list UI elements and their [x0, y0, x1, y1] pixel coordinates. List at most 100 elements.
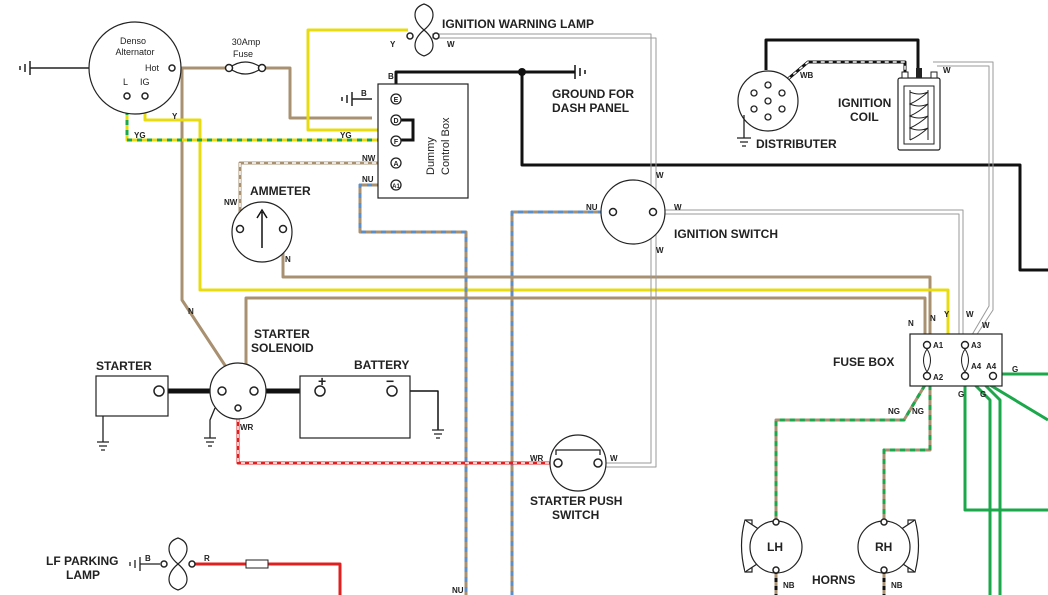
ignition-switch-label: IGNITION SWITCH	[674, 227, 778, 241]
ground-dash-panel: GROUND FOR DASH PANEL	[518, 65, 634, 115]
cb-terminal-e: E	[394, 97, 399, 104]
wire-red-lf	[194, 562, 342, 595]
starter-push-switch: STARTER PUSH SWITCH	[530, 434, 622, 522]
battery: + − BATTERY	[299, 358, 444, 439]
alternator-label-2: Alternator	[115, 47, 154, 57]
wl-ng-1: NG	[888, 407, 900, 416]
wl-nb-lh: NB	[783, 581, 795, 590]
battery-plus: +	[318, 373, 326, 389]
wire-labels: Y W B B YG YG Y NW NU NW N NU W W W WB W…	[134, 40, 1018, 595]
wl-r-lf: R	[204, 554, 210, 563]
lf-parking-lamp: LF PARKING LAMP	[46, 537, 269, 591]
wire-coil-black	[764, 38, 920, 70]
distributer: DISTRIBUTER	[737, 70, 837, 151]
wl-b-cb-top: B	[388, 72, 394, 81]
alternator-ig-label: IG	[140, 77, 150, 87]
wl-g-1: G	[958, 390, 964, 399]
wire-fuse-to-control-a	[266, 66, 372, 120]
wl-n-fb1: N	[908, 319, 914, 328]
dummy-control-box: E D F A A1 Dummy Control Box	[341, 83, 469, 199]
fuse-box-a2: A2	[933, 373, 944, 382]
wl-wr-push: WR	[530, 454, 544, 463]
wl-w-sw-top: W	[656, 171, 664, 180]
horn-lh: LH	[740, 518, 803, 574]
ammeter-label: AMMETER	[250, 184, 311, 198]
starter-label: STARTER	[96, 359, 152, 373]
alternator-label-1: Denso	[120, 36, 146, 46]
wire-green	[963, 372, 1048, 595]
horn-rh: RH	[857, 518, 920, 574]
cb-terminal-f: F	[394, 139, 399, 146]
alternator-l-label: L	[123, 77, 128, 87]
wl-w-coil: W	[943, 66, 951, 75]
fuse-box-a1: A1	[933, 341, 944, 350]
ignition-warning-lamp: IGNITION WARNING LAMP	[406, 3, 594, 57]
wires	[125, 28, 1048, 595]
ignition-coil-label-2: COIL	[850, 110, 879, 124]
ignition-switch: IGNITION SWITCH	[600, 179, 778, 245]
wl-wb-dist: WB	[800, 71, 814, 80]
wl-g-3: G	[1012, 365, 1018, 374]
wl-ng-2: NG	[912, 407, 924, 416]
battery-minus: −	[386, 373, 394, 389]
horn-rh-label: RH	[875, 540, 892, 554]
horn-lh-label: LH	[767, 540, 783, 554]
wl-w-lamp: W	[447, 40, 455, 49]
lf-parking-label-2: LAMP	[66, 568, 100, 582]
starter-solenoid: STARTER SOLENOID	[204, 327, 314, 447]
wl-n-fb2: N	[930, 314, 936, 323]
push-switch-label-1: STARTER PUSH	[530, 494, 622, 508]
wl-nu-bot: NU	[452, 586, 464, 595]
fuse-label-1: 30Amp	[232, 37, 261, 47]
fuse-box-a4a: A4	[971, 362, 982, 371]
wl-y-lamp: Y	[390, 40, 396, 49]
wire-nb	[774, 570, 886, 595]
horns-label: HORNS	[812, 573, 855, 587]
wl-w-push: W	[610, 454, 618, 463]
wire-ammeter-n	[281, 232, 932, 345]
cb-terminal-a1: A1	[392, 184, 400, 190]
ground-dash-label-2: DASH PANEL	[552, 101, 629, 115]
fuse-box-label: FUSE BOX	[833, 355, 894, 369]
fuse-box-a3: A3	[971, 341, 982, 350]
solenoid-label-1: STARTER	[254, 327, 310, 341]
wl-w-fb1: W	[966, 310, 974, 319]
wl-y-alt: Y	[172, 112, 178, 121]
wl-w-sw-right: W	[674, 203, 682, 212]
wl-nb-rh: NB	[891, 581, 903, 590]
wl-b-cb-e: B	[361, 89, 367, 98]
battery-label: BATTERY	[354, 358, 409, 372]
wl-nu-cb: NU	[362, 175, 374, 184]
ground-dash-label-1: GROUND FOR	[552, 87, 634, 101]
wire-w-group	[432, 33, 994, 468]
wl-w-sw-bot: W	[656, 246, 664, 255]
solenoid-label-2: SOLENOID	[251, 341, 314, 355]
fuse-box-a4b: A4	[986, 362, 997, 371]
wire-ng	[774, 384, 932, 520]
wl-nw-cb: NW	[362, 154, 376, 163]
ignition-coil: IGNITION COIL	[838, 68, 941, 151]
control-box-label-2: Control Box	[440, 117, 452, 175]
wire-alt-n-down	[180, 68, 232, 374]
cb-terminal-a: A	[393, 161, 398, 168]
wire-y-alt	[143, 100, 950, 345]
wl-n-left: N	[188, 307, 194, 316]
wl-n-amm: N	[285, 255, 291, 264]
warning-lamp-label: IGNITION WARNING LAMP	[442, 17, 594, 31]
wl-y-fb: Y	[944, 310, 950, 319]
fuse-label-2: Fuse	[233, 49, 253, 59]
cb-terminal-d: D	[393, 118, 398, 125]
alternator: Denso Alternator Hot L IG	[19, 21, 182, 115]
fuse-30amp: 30Amp Fuse	[224, 37, 267, 75]
wl-w-fb2: W	[982, 321, 990, 330]
starter: STARTER	[95, 359, 169, 451]
ignition-coil-label-1: IGNITION	[838, 96, 891, 110]
ammeter: AMMETER	[231, 184, 311, 263]
wl-g-2: G	[980, 390, 986, 399]
push-switch-label-2: SWITCH	[552, 508, 599, 522]
wl-yg-left: YG	[134, 131, 146, 140]
wl-yg-cb: YG	[340, 131, 352, 140]
alternator-hot-label: Hot	[145, 63, 160, 73]
wire-solenoid-to-fuse-a1	[244, 296, 927, 373]
